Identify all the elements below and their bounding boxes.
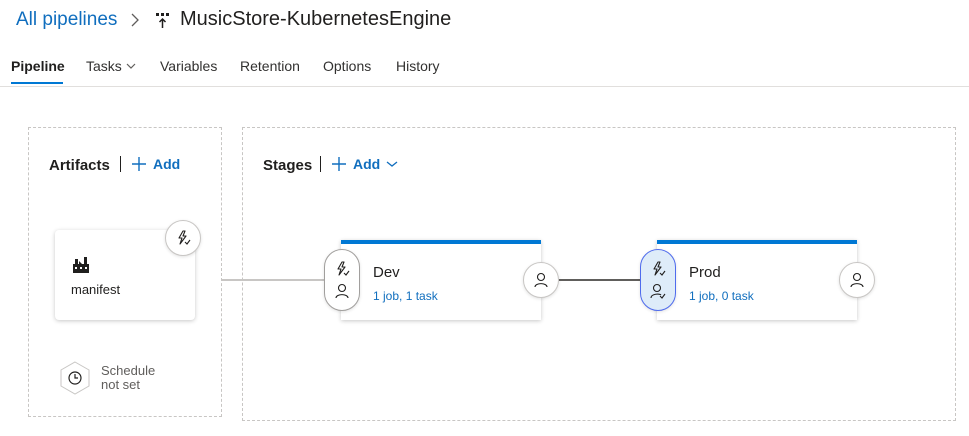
tab-variables[interactable]: Variables: [160, 58, 218, 74]
tab-divider: [0, 86, 969, 87]
tab-tasks[interactable]: Tasks: [86, 58, 136, 74]
stage-card-dev[interactable]: Dev 1 job, 1 task: [341, 240, 541, 320]
artifacts-divider: [120, 156, 121, 172]
clock-icon: [58, 360, 92, 396]
lightning-icon: [334, 261, 350, 277]
schedule-line-1: Schedule: [101, 363, 156, 378]
stage-summary-prod[interactable]: 1 job, 0 task: [689, 289, 754, 303]
artifacts-panel: [28, 127, 222, 417]
schedule-status: Schedule not set: [101, 364, 155, 392]
stage-name-dev: Dev: [373, 264, 400, 281]
dev-post-deployment-approvals[interactable]: [523, 262, 559, 298]
artifact-name: manifest: [71, 282, 121, 297]
stage-summary-dev[interactable]: 1 job, 1 task: [373, 289, 438, 303]
plus-icon: [131, 156, 147, 172]
tab-tasks-label: Tasks: [86, 58, 122, 74]
person-icon: [334, 283, 350, 299]
schedule-button[interactable]: [58, 360, 92, 396]
tab-options[interactable]: Options: [323, 58, 372, 74]
chevron-down-icon: [386, 160, 398, 168]
dev-to-prod-connector: [559, 279, 640, 281]
tab-history[interactable]: History: [396, 58, 440, 74]
active-tab-indicator: [11, 82, 63, 84]
lightning-icon: [175, 230, 191, 246]
breadcrumb-all-pipelines[interactable]: All pipelines: [16, 9, 118, 30]
add-artifact-label: Add: [153, 156, 181, 172]
person-icon: [533, 272, 549, 288]
add-stage-button[interactable]: Add: [331, 156, 398, 172]
person-icon: [849, 272, 865, 288]
stage-card-prod[interactable]: Prod 1 job, 0 task: [657, 240, 857, 320]
breadcrumb-chevron-icon: [130, 13, 140, 27]
chevron-down-icon: [126, 62, 136, 70]
prod-post-deployment-approvals[interactable]: [839, 262, 875, 298]
artifact-trigger-button[interactable]: [165, 220, 201, 256]
tab-retention[interactable]: Retention: [240, 58, 300, 74]
factory-build-icon: [71, 255, 91, 275]
dev-pre-deployment-conditions[interactable]: [324, 249, 360, 311]
pipeline-icon: [155, 12, 171, 30]
lightning-icon: [650, 261, 666, 277]
add-artifact-button[interactable]: Add: [131, 156, 180, 172]
schedule-line-2: not set: [101, 377, 141, 392]
prod-pre-deployment-conditions[interactable]: [640, 249, 676, 311]
tab-pipeline[interactable]: Pipeline: [11, 58, 65, 74]
artifacts-title: Artifacts: [49, 157, 110, 174]
stages-panel: [242, 127, 956, 421]
page-title: MusicStore-KubernetesEngine: [180, 8, 452, 30]
add-stage-label: Add: [353, 156, 381, 172]
artifact-to-dev-connector: [222, 279, 324, 281]
stages-title: Stages: [263, 157, 313, 174]
stages-divider: [320, 156, 321, 172]
stage-name-prod: Prod: [689, 264, 721, 281]
plus-icon: [331, 156, 347, 172]
person-check-icon: [650, 283, 666, 299]
